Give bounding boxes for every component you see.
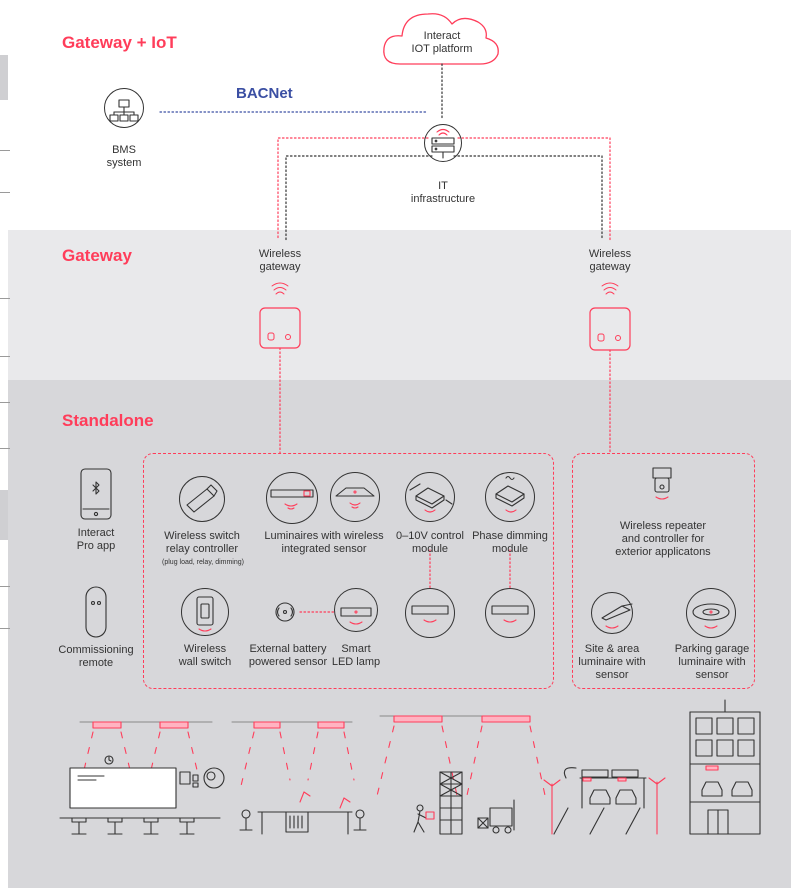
left-divider: [0, 448, 10, 449]
connector-it-gateway-right-red: [457, 137, 611, 241]
zone-gateway-background: [8, 230, 791, 380]
bacnet-label: BACNet: [236, 85, 293, 102]
standalone-indoor-box: [143, 453, 554, 689]
left-divider: [0, 356, 10, 357]
parking-scene: [543, 767, 666, 835]
relay-controller-note: (plug load, relay, dimming): [162, 559, 244, 566]
left-divider: [0, 192, 10, 193]
it-circle: [424, 124, 462, 162]
warehouse-scene: [375, 715, 547, 835]
wireless-gateway-right-icon: [589, 282, 631, 351]
phase-module-circle: [485, 472, 535, 522]
wall-switch-circle: [181, 588, 229, 636]
remote-icon: [85, 586, 107, 638]
garage-building: [689, 699, 761, 835]
repeater-icon: [652, 467, 672, 500]
left-strip-segment: [0, 490, 8, 540]
left-divider: [0, 150, 10, 151]
bms-circle: [104, 88, 144, 128]
relay-controller-circle: [179, 476, 225, 522]
wireless-gateway-left-icon: [259, 282, 301, 349]
battery-sensor-icon: [275, 602, 295, 622]
zone-title-standalone: Standalone: [62, 411, 154, 430]
phone-icon: [80, 468, 112, 520]
connector-it-gateway-right-dark: [453, 155, 603, 241]
luminaire-circle: [266, 472, 318, 524]
connector-it-gateway-left-dark: [285, 155, 433, 241]
control-module-circle: [405, 472, 455, 522]
workspace-scene: [231, 721, 367, 835]
parking-luminaire-circle: [686, 588, 736, 638]
led-lamp-circle: [334, 588, 378, 632]
integrated-sensor-circle: [330, 472, 380, 522]
zone-title-gateway-iot: Gateway + IoT: [62, 33, 177, 52]
standalone-outdoor-box: [572, 453, 755, 689]
left-divider: [0, 402, 10, 403]
left-divider: [0, 298, 10, 299]
cloud-icon: [383, 13, 499, 65]
luminaire-control-circle: [405, 588, 455, 638]
luminaire-phase-circle: [485, 588, 535, 638]
left-strip-segment: [0, 55, 8, 100]
connector-it-gateway-left-red: [277, 137, 429, 241]
left-divider: [0, 628, 10, 629]
left-divider: [0, 586, 10, 587]
site-luminaire-circle: [591, 592, 633, 634]
office-scene: [59, 721, 225, 835]
zone-title-gateway: Gateway: [62, 246, 132, 265]
